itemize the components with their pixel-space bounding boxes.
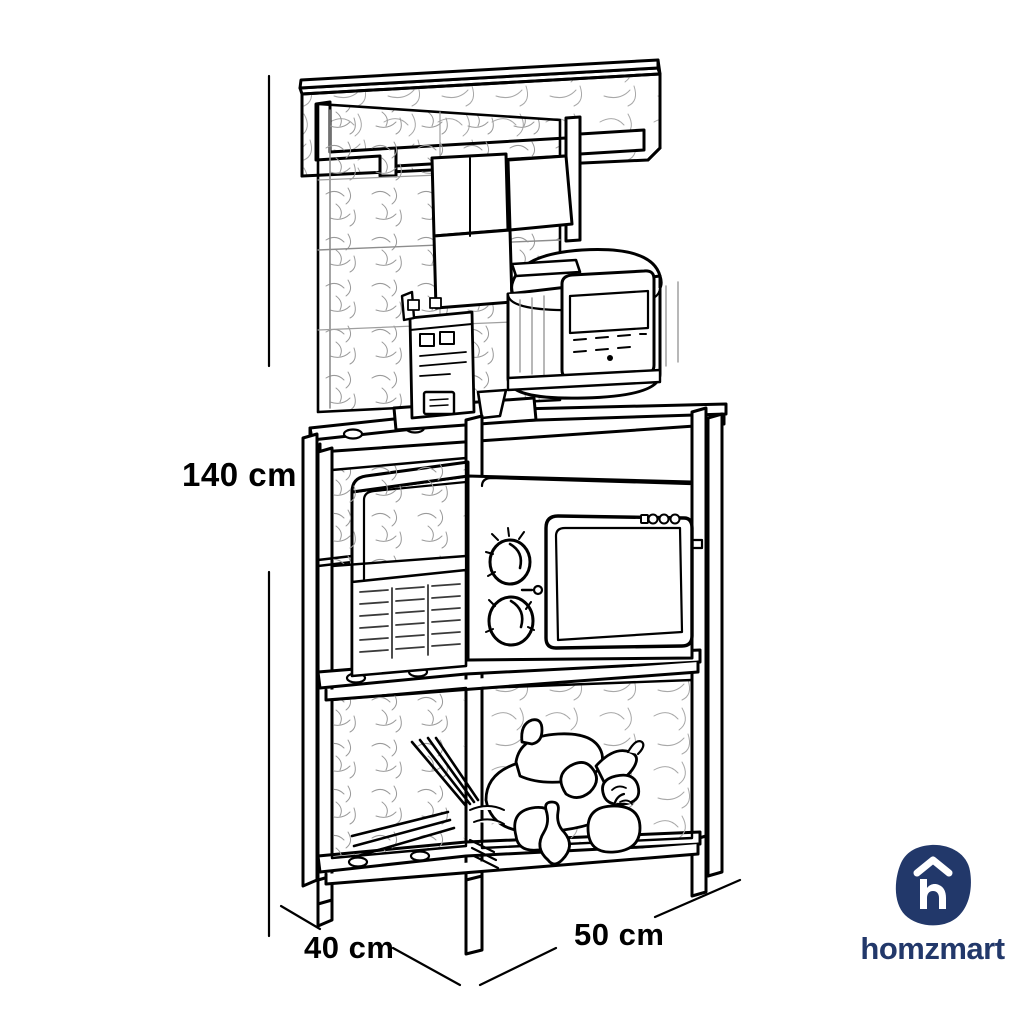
microwave-dial-lower — [485, 595, 535, 647]
brand-logo: homzmart — [845, 843, 1020, 975]
hanging-towel — [430, 152, 574, 310]
dimension-lines — [267, 74, 742, 987]
dimension-label-depth: 40 cm — [304, 930, 395, 965]
brand-name: homzmart — [860, 931, 1005, 966]
homzmart-house-h-icon — [895, 844, 971, 926]
dimension-label-width: 50 cm — [574, 917, 665, 952]
dimension-label-height: 140 cm — [182, 456, 297, 493]
microwave-dial-upper — [485, 527, 532, 586]
width-leader-lower — [478, 946, 558, 987]
produce-pile — [469, 718, 645, 866]
depth-leader-lower — [391, 946, 462, 987]
utensils — [350, 736, 500, 870]
pressure-cooker — [506, 248, 679, 400]
wire-basket — [350, 568, 468, 678]
depth-leader-upper — [279, 904, 322, 931]
width-leader-upper — [653, 878, 742, 919]
coffee-maker — [400, 290, 508, 420]
